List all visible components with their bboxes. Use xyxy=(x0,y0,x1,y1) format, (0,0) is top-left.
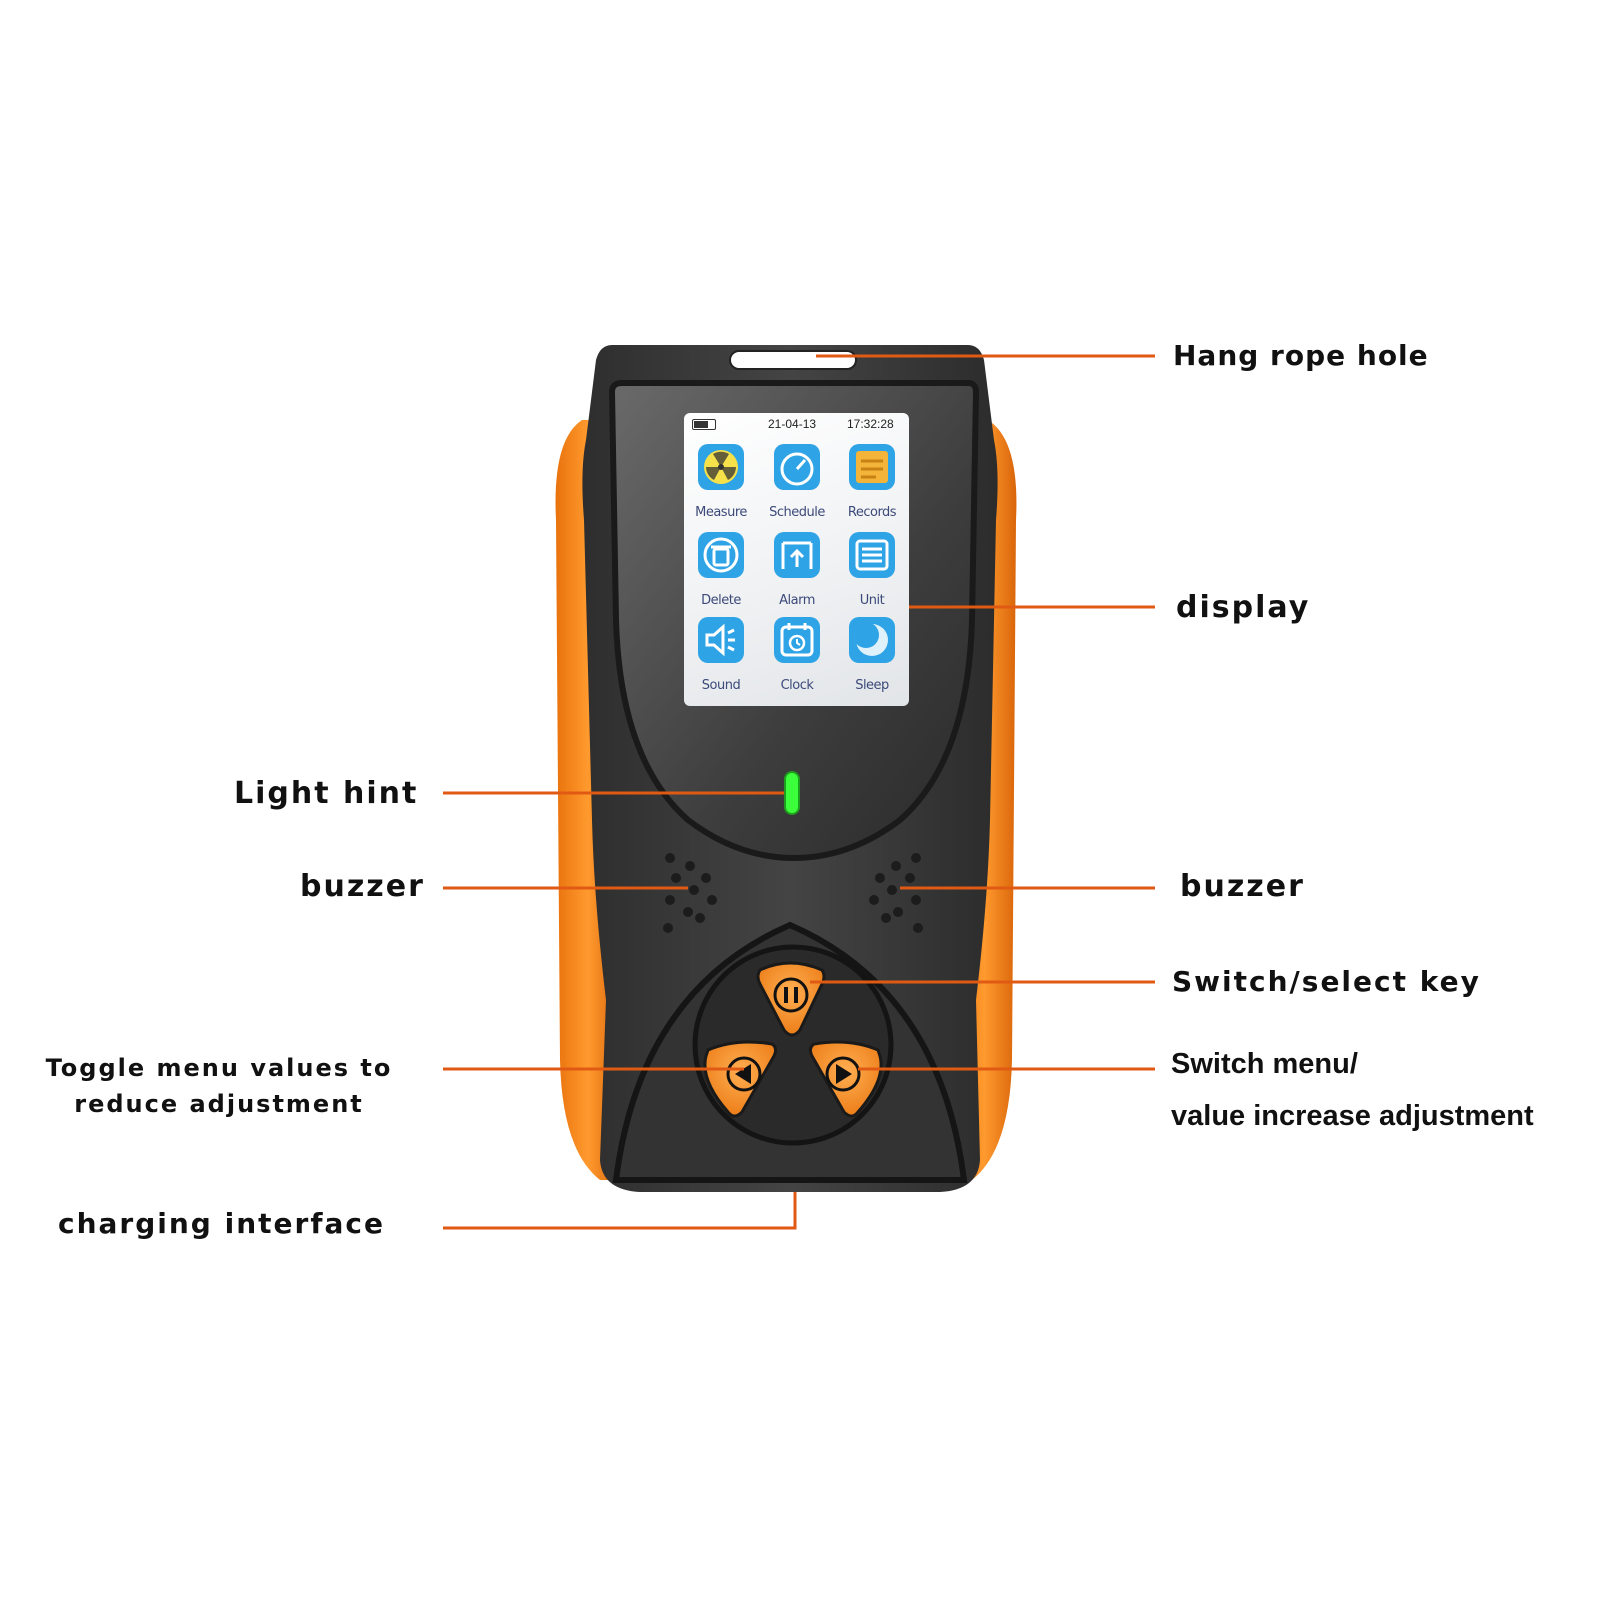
menu-label: Schedule xyxy=(769,505,825,520)
label-switch-menu: Switch menu/ value increase adjustment xyxy=(1171,1038,1534,1142)
moon-icon xyxy=(849,617,895,663)
label-light-hint: Light hint xyxy=(234,776,419,811)
menu-label: Measure xyxy=(695,505,747,520)
hang-rope-hole xyxy=(729,350,857,370)
display-screen[interactable]: 21-04-13 17:32:28 Measure Schedule Recor… xyxy=(684,413,909,706)
list-icon xyxy=(849,532,895,578)
menu-label: Clock xyxy=(780,678,814,693)
speaker-icon xyxy=(698,617,744,663)
radiation-icon xyxy=(698,444,744,490)
label-toggle-line1: Toggle menu values to xyxy=(45,1054,393,1082)
menu-item-records[interactable]: Records xyxy=(835,443,909,529)
menu-item-sound[interactable]: Sound xyxy=(684,616,758,702)
menu-item-alarm[interactable]: Alarm xyxy=(760,531,834,617)
records-icon xyxy=(849,444,895,490)
menu-label: Records xyxy=(847,505,897,520)
trash-icon xyxy=(698,532,744,578)
label-charging-interface: charging interface xyxy=(58,1207,385,1240)
menu-label: Alarm xyxy=(779,593,815,608)
menu-item-unit[interactable]: Unit xyxy=(835,531,909,617)
status-bar: 21-04-13 17:32:28 xyxy=(684,413,909,435)
label-switch-select-key: Switch/select key xyxy=(1172,965,1481,998)
gauge-icon xyxy=(774,444,820,490)
menu-item-measure[interactable]: Measure xyxy=(684,443,758,529)
label-hang-rope-hole: Hang rope hole xyxy=(1173,339,1429,372)
leader-charging xyxy=(443,1192,797,1230)
clock-icon xyxy=(774,617,820,663)
left-arrow-icon xyxy=(726,1056,762,1092)
status-date: 21-04-13 xyxy=(768,417,817,431)
select-key[interactable] xyxy=(756,961,826,1037)
menu-label: Sound xyxy=(701,678,741,693)
right-arrow-icon xyxy=(825,1056,861,1092)
buzzer-right-holes xyxy=(869,853,923,933)
right-key[interactable] xyxy=(808,1040,883,1118)
menu-item-clock[interactable]: Clock xyxy=(760,616,834,702)
left-key[interactable] xyxy=(703,1040,778,1118)
label-buzzer-left: buzzer xyxy=(300,869,425,904)
label-switch-menu-line1: Switch menu/ xyxy=(1171,1048,1358,1080)
pause-icon xyxy=(773,977,809,1013)
battery-icon xyxy=(692,419,716,430)
label-switch-menu-line2: value increase adjustment xyxy=(1171,1100,1534,1132)
label-toggle-menu: Toggle menu values to reduce adjustment xyxy=(4,1050,434,1122)
menu-item-delete[interactable]: Delete xyxy=(684,531,758,617)
menu-item-sleep[interactable]: Sleep xyxy=(835,616,909,702)
menu-label: Unit xyxy=(859,593,885,608)
label-display: display xyxy=(1176,590,1311,625)
label-toggle-line2: reduce adjustment xyxy=(74,1090,364,1118)
menu-item-schedule[interactable]: Schedule xyxy=(760,443,834,529)
buzzer-left-holes xyxy=(663,853,717,933)
leader-lines xyxy=(443,354,1155,1230)
menu-label: Delete xyxy=(701,593,741,608)
light-hint-led xyxy=(784,771,800,815)
status-time: 17:32:28 xyxy=(847,417,894,431)
alarm-icon xyxy=(774,532,820,578)
label-buzzer-right: buzzer xyxy=(1180,869,1305,904)
menu-label: Sleep xyxy=(855,678,889,693)
